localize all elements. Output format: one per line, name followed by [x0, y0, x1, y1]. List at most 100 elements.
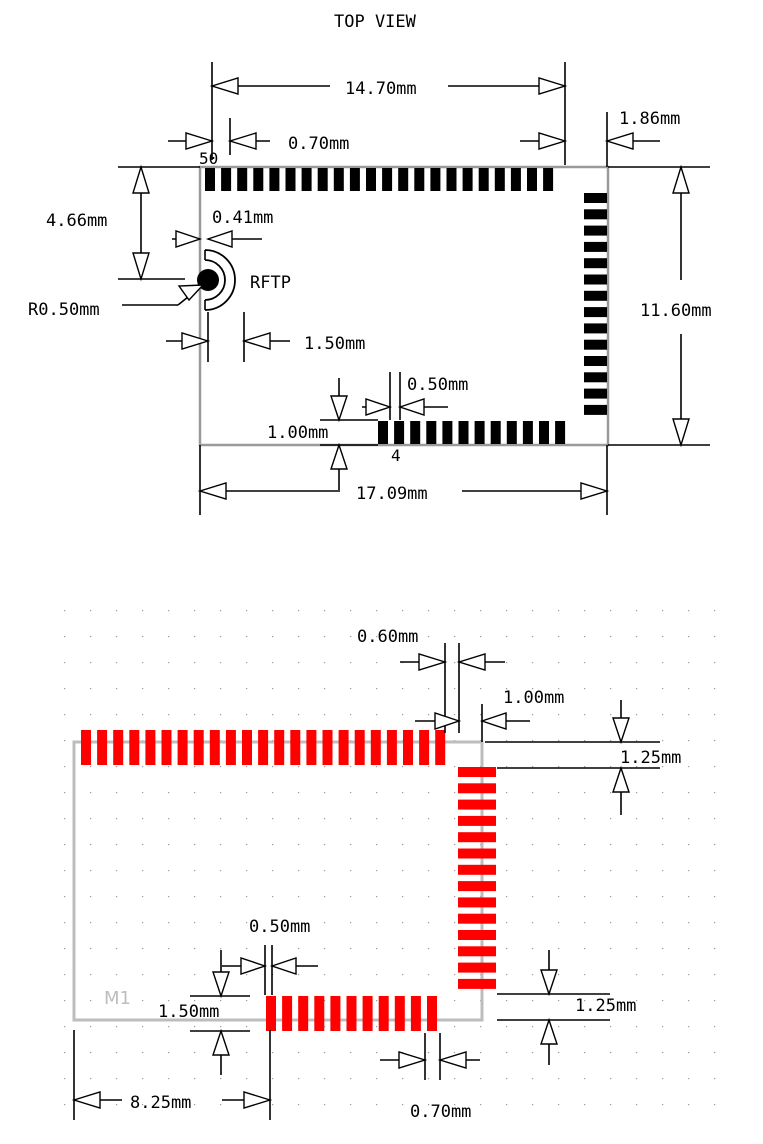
footprint-pad [363, 996, 373, 1031]
pad [459, 421, 469, 444]
footprint-pad [387, 730, 397, 765]
footprint-pad [379, 996, 389, 1031]
footprint-pad [282, 996, 292, 1031]
footprint-pad [435, 730, 445, 765]
footprint-pad [458, 897, 496, 907]
footprint-pad [210, 730, 220, 765]
dim-pad-row-width: 14.70mm [345, 79, 417, 99]
dot-grid [48, 610, 738, 1110]
pad [584, 405, 607, 415]
footprint-pad [242, 730, 252, 765]
dim-pad-gap: 0.50mm [407, 375, 468, 395]
pad [523, 421, 533, 444]
dim-module-width: 17.09mm [356, 484, 428, 504]
footprint-pad [266, 996, 276, 1031]
footprint-pad [355, 730, 365, 765]
footprint-pad [458, 816, 496, 826]
pad [318, 168, 328, 191]
right-pad-column [584, 193, 607, 415]
footprint-pad [274, 730, 284, 765]
dim-rftp-offset: 0.41mm [212, 208, 273, 228]
footprint-pad [458, 832, 496, 842]
footprint-pad [458, 946, 496, 956]
footprint-pad [371, 730, 381, 765]
rftp-connector [197, 250, 235, 310]
dim-fp-pitch: 0.70mm [410, 1102, 471, 1122]
pad [539, 421, 549, 444]
pad [555, 421, 565, 444]
dim-module-height: 11.60mm [640, 301, 712, 321]
footprint-pad [226, 730, 236, 765]
ref-designator: M1 [104, 988, 131, 1009]
dim-fp-right-offset: 1.00mm [503, 688, 564, 708]
pad [491, 421, 501, 444]
dim-pitch: 0.70mm [288, 134, 349, 154]
footprint-pad [403, 730, 413, 765]
pad [584, 307, 607, 317]
pad [253, 168, 263, 191]
pad [584, 372, 607, 382]
pad [584, 258, 607, 268]
pad [463, 168, 473, 191]
pad [269, 168, 279, 191]
footprint-pad [178, 730, 188, 765]
pad [286, 168, 296, 191]
pad [302, 168, 312, 191]
footprint-pad [323, 730, 333, 765]
footprint-view: M1 0.60mm 1.00mm [48, 610, 738, 1122]
pad [511, 168, 521, 191]
pad [584, 275, 607, 285]
top-view: TOP VIEW 50 4 RFTP [28, 12, 712, 515]
dim-right-offset: 1.86mm [619, 109, 680, 129]
pad [334, 168, 344, 191]
top-pad-row [205, 168, 553, 191]
footprint-pad [97, 730, 107, 765]
footprint-pad [162, 730, 172, 765]
pin-label-first: 50 [199, 149, 218, 168]
footprint-pad [458, 865, 496, 875]
footprint-pad [458, 767, 496, 777]
dim-pad-height: 1.00mm [267, 423, 328, 443]
dim-radius: R0.50mm [28, 300, 100, 320]
footprint-pad [298, 996, 308, 1031]
pad [584, 323, 607, 333]
pad [394, 421, 404, 444]
footprint-pad [411, 996, 421, 1031]
bottom-pad-row [378, 421, 565, 444]
footprint-bottom-pads [266, 996, 437, 1031]
footprint-pad [314, 996, 324, 1031]
footprint-top-pads [81, 730, 445, 765]
pad [430, 168, 440, 191]
pad [584, 291, 607, 301]
pad [584, 389, 607, 399]
footprint-pad [145, 730, 155, 765]
dim-fp-right-gap: 0.60mm [357, 627, 418, 647]
footprint-pad [427, 996, 437, 1031]
footprint-pad [458, 849, 496, 859]
dim-fp-pad-height: 1.50mm [158, 1002, 219, 1022]
footprint-pad [458, 979, 496, 989]
pad [237, 168, 247, 191]
pad [426, 421, 436, 444]
pad [366, 168, 376, 191]
pad [584, 226, 607, 236]
pad [221, 168, 231, 191]
pad [382, 168, 392, 191]
footprint-pad [330, 996, 340, 1031]
dim-fp-pad-gap: 0.50mm [249, 917, 310, 937]
dim-rftp-y: 4.66mm [46, 211, 107, 231]
footprint-pad [458, 914, 496, 924]
footprint-pad [458, 930, 496, 940]
pad [350, 168, 360, 191]
footprint-pad [113, 730, 123, 765]
dim-rftp-width: 1.50mm [304, 334, 365, 354]
pad [584, 193, 607, 203]
pad [475, 421, 485, 444]
pad [205, 168, 215, 191]
pad [584, 242, 607, 252]
footprint-pad [458, 963, 496, 973]
footprint-pad [347, 996, 357, 1031]
footprint-pad [339, 730, 349, 765]
footprint-pad [458, 783, 496, 793]
